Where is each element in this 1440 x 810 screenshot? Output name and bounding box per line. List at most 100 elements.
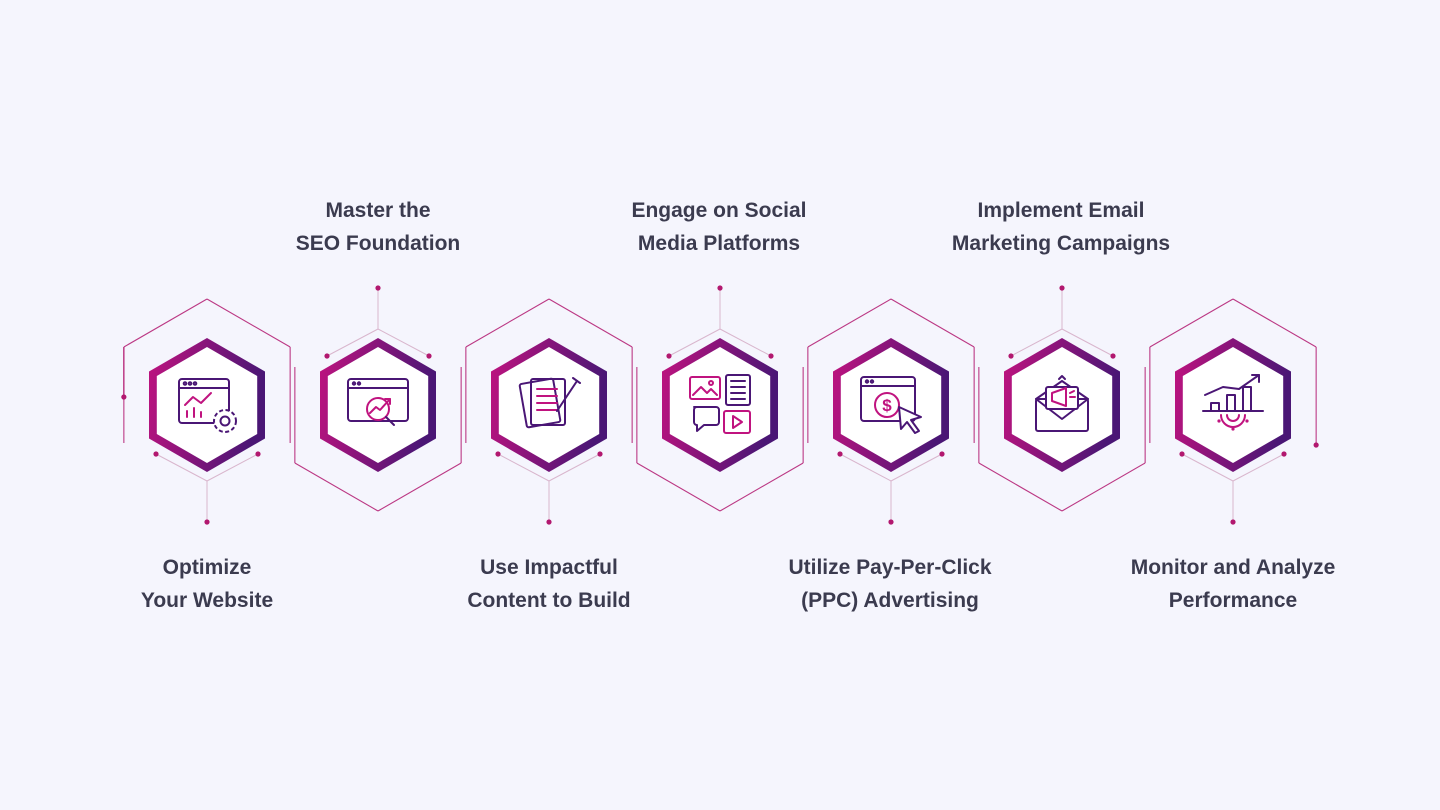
- text-card: [725, 374, 751, 406]
- outline-edge: [294, 462, 379, 512]
- gear-tooth: [1231, 427, 1235, 431]
- outline-edge: [1232, 298, 1317, 348]
- connector-dot: [426, 353, 432, 359]
- browser-dot: [192, 381, 198, 386]
- envelope-flap: [1035, 380, 1089, 400]
- connector-dot: [255, 451, 261, 457]
- caret: [1058, 375, 1066, 380]
- dollar-icon: $: [882, 396, 892, 415]
- growth-line: [1204, 374, 1260, 396]
- gear-tooth: [1217, 419, 1221, 423]
- connector-dot: [939, 451, 945, 457]
- trend-line: [184, 392, 212, 406]
- end-dot: [121, 394, 127, 400]
- arrow-head: [1251, 374, 1260, 383]
- connector-line: [326, 328, 379, 357]
- outline-edge: [465, 298, 550, 348]
- outline-edge: [206, 298, 291, 348]
- connector-dot: [495, 451, 501, 457]
- step-3-label-line-1: Use Impactful: [480, 556, 618, 579]
- step-4-hexagon: [662, 338, 778, 472]
- outline-edge: [548, 298, 633, 348]
- connector-line: [497, 453, 550, 482]
- step-5-connector: [807, 298, 975, 525]
- step-4-label-line-2: Media Platforms: [637, 232, 801, 255]
- step-2-label-line-2: SEO Foundation: [295, 232, 461, 255]
- gear-outline: [213, 409, 237, 433]
- connector-dot: [1008, 353, 1014, 359]
- step-4-connector: [636, 285, 804, 512]
- stem-dot: [204, 519, 210, 525]
- outline-edge: [636, 462, 721, 512]
- sun: [708, 380, 714, 386]
- browser-frame: [860, 376, 916, 422]
- outline-edge: [123, 298, 208, 348]
- step-3-label-line-2: Content to Build: [467, 589, 631, 612]
- play-icon: [732, 415, 743, 429]
- connector-dot: [768, 353, 774, 359]
- hexagon-face: [498, 347, 600, 463]
- browser-dot: [869, 379, 875, 384]
- step-7-label-line-1: Monitor and Analyze: [1130, 556, 1336, 579]
- pencil-cap: [572, 377, 581, 384]
- stem-dot: [888, 519, 894, 525]
- connector-line: [155, 453, 208, 482]
- step-2-label: Master the SEO Foundation: [248, 194, 508, 260]
- gear-tooth: [1245, 419, 1249, 423]
- step-3-connector: [465, 298, 633, 525]
- connector-line: [1232, 453, 1285, 482]
- browser-dot: [182, 381, 188, 386]
- chat-bubble: [693, 406, 720, 432]
- step-4-label: Engage on Social Media Platforms: [589, 194, 849, 260]
- stem-dot: [375, 285, 381, 291]
- connector-dot: [1110, 353, 1116, 359]
- hexagon-face: [156, 347, 258, 463]
- step-5-label: Utilize Pay-Per-Click (PPC) Advertising: [760, 551, 1020, 617]
- arrow-head: [384, 398, 391, 405]
- coin: [874, 392, 900, 418]
- browser-dot: [864, 379, 870, 384]
- image-card: [689, 376, 721, 400]
- trend-arrow: [369, 398, 391, 414]
- stem-dot: [1230, 519, 1236, 525]
- connector-line: [377, 328, 430, 357]
- stem-dot: [1059, 285, 1065, 291]
- gear-hub: [219, 415, 231, 427]
- connector-line: [1010, 328, 1063, 357]
- hexagon-face: [327, 347, 429, 463]
- step-6-label-line-1: Implement Email: [977, 199, 1145, 222]
- outline-edge: [890, 298, 975, 348]
- outline-edge: [807, 298, 892, 348]
- connector-line: [890, 453, 943, 482]
- video-card: [723, 410, 751, 434]
- connector-dot: [1179, 451, 1185, 457]
- step-1-connector: [121, 298, 291, 525]
- envelope-fold: [1035, 398, 1089, 420]
- connector-line: [719, 328, 772, 357]
- connector-dot: [153, 451, 159, 457]
- step-1-label-line-1: Optimize: [162, 556, 252, 579]
- step-2-label-line-1: Master the: [325, 199, 431, 222]
- step-6-connector: [978, 285, 1146, 512]
- step-7-hexagon: [1175, 338, 1291, 472]
- cursor-icon: [898, 406, 922, 434]
- connector-line: [1181, 453, 1234, 482]
- connector-line: [839, 453, 892, 482]
- gear-arc: [1220, 414, 1246, 428]
- browser-dot: [187, 381, 193, 386]
- magnifier-handle: [385, 416, 395, 426]
- connector-dot: [597, 451, 603, 457]
- step-4-label-line-1: Engage on Social: [631, 199, 807, 222]
- browser-dot: [351, 381, 357, 386]
- step-7-label-line-2: Performance: [1168, 589, 1298, 612]
- outline-edge: [1149, 298, 1234, 348]
- step-6-label-line-2: Marketing Campaigns: [951, 232, 1171, 255]
- document-pencil-icon: [518, 377, 581, 429]
- step-2-hexagon: [320, 338, 436, 472]
- stem-dot: [546, 519, 552, 525]
- megaphone-icon: [1051, 387, 1067, 407]
- browser-dot: [356, 381, 362, 386]
- front-page: [530, 378, 566, 426]
